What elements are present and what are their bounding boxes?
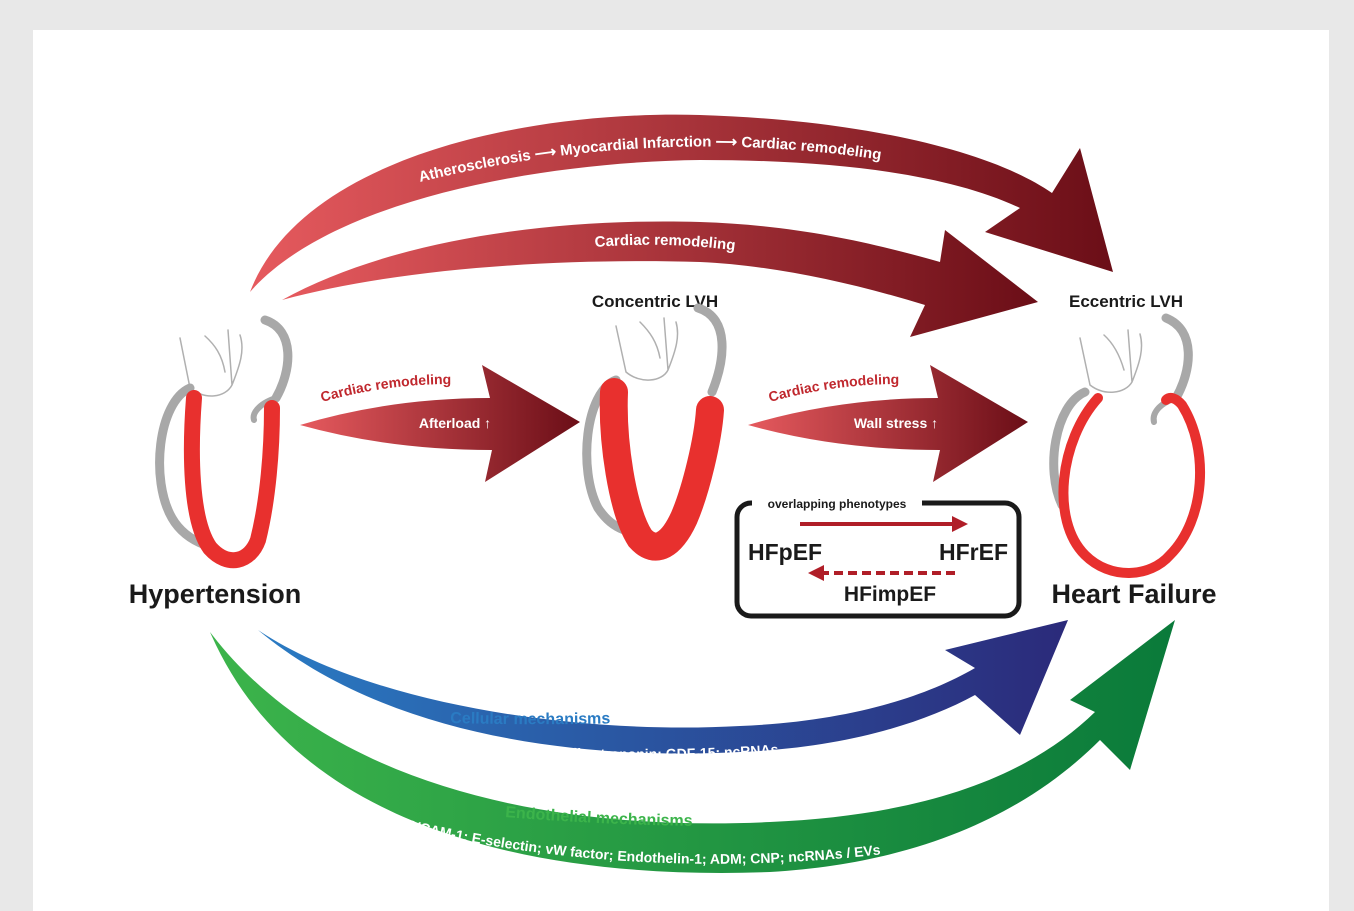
arrow-concentric-to-eccentric bbox=[748, 365, 1028, 482]
phenotypes-box-title: overlapping phenotypes bbox=[768, 497, 907, 511]
arrow-endothelial-mechanisms bbox=[210, 620, 1175, 873]
arrow-atherosclerosis-path bbox=[250, 114, 1113, 292]
hfimpef-label: HFimpEF bbox=[844, 583, 936, 606]
phenotypes-box: overlapping phenotypes HFpEF HFrEF HFimp… bbox=[734, 494, 1022, 619]
hypertension-label: Hypertension bbox=[129, 579, 302, 609]
arrow-cardiac-remodeling-direct bbox=[282, 221, 1038, 337]
arrow-htn-to-concentric bbox=[300, 365, 580, 482]
hfpef-label: HFpEF bbox=[748, 539, 822, 565]
heart-hypertension-icon bbox=[155, 315, 293, 569]
heart-concentric-lvh-icon bbox=[582, 303, 727, 561]
eccentric-lvh-label: Eccentric LVH bbox=[1069, 292, 1183, 311]
heart-eccentric-lvh-icon bbox=[1049, 313, 1206, 578]
hfref-label: HFrEF bbox=[939, 539, 1008, 565]
heart-failure-label: Heart Failure bbox=[1051, 579, 1216, 609]
concentric-lvh-label: Concentric LVH bbox=[592, 292, 718, 311]
panel-background bbox=[33, 30, 1329, 911]
arrow-cellular-mechanisms bbox=[258, 620, 1068, 754]
clvh-elvh-label: Wall stress ↑ bbox=[854, 415, 938, 431]
cellular-mechanisms-title: Cellular mechanisms bbox=[450, 710, 611, 728]
htn-clvh-label: Afterload ↑ bbox=[419, 415, 491, 431]
second-path-label: Cardiac remodeling bbox=[594, 232, 736, 255]
